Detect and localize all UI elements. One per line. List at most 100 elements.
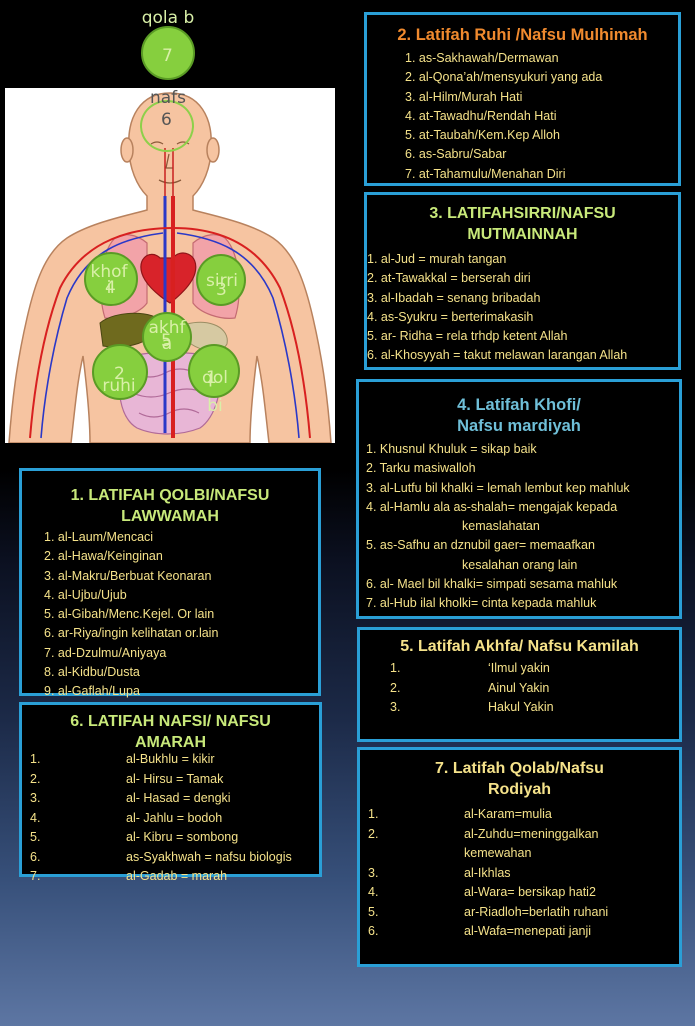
- row-text: al-Gadab = marah: [126, 869, 228, 883]
- box-latifah-ruhi: 2. Latifah Ruhi /Nafsu Mulhimah 1. as-Sa…: [364, 12, 681, 186]
- list-item: 6. ar-Riya/ingin kelihatan or.lain: [44, 626, 219, 641]
- chakra-num-qolab: 7: [162, 46, 173, 66]
- chakra-num-sirri: 3: [216, 280, 227, 300]
- chakra-khofi: [84, 252, 138, 306]
- box-latifah-qolab-title: 7. Latifah Qolab/Nafsu Rodiyah: [435, 760, 604, 798]
- table-row: 6.al-Wafa=menepati janji: [360, 922, 679, 942]
- row-text: as-Syakhwah = nafsu biologis: [126, 849, 292, 864]
- list-item: 3. al-Ibadah = senang bribadah: [367, 290, 541, 305]
- row-text: al- Jahlu = bodoh: [126, 810, 223, 825]
- list-item: 7. al-Hub ilal kholki= cinta kepada mahl…: [366, 596, 597, 611]
- list-item: 5. ar- Ridha = rela trhdp ketent Allah: [367, 329, 568, 344]
- list-item: 4. al-Ujbu/Ujub: [44, 587, 127, 602]
- list-item: 2. al-Hawa/Keinginan: [44, 549, 163, 564]
- box-latifah-qolbi: 1. LATIFAH QOLBI/NAFSU LAWWAMAH 1. al-La…: [19, 468, 321, 698]
- list-item: 4. al-Hamlu ala as-shalah= mengajak kepa…: [366, 499, 618, 514]
- row-number: 5.: [368, 904, 379, 919]
- chakra-label-nafs: nafs: [149, 88, 187, 108]
- list-item: 4. as-Syukru = berterimakasih: [367, 309, 534, 324]
- chakra-num-ruhi: 2: [114, 364, 125, 384]
- row-number: 2.: [368, 826, 379, 841]
- table-row: 1.‘Ilmul yakin: [360, 659, 679, 679]
- list-item: 2. Tarku masiwalloh: [366, 461, 476, 476]
- list-item: 9. al-Gaflah/Lupa: [44, 684, 140, 699]
- chakra-qolab: [141, 26, 195, 80]
- box-latifah-sirri: 3. LATIFAHSIRRI/NAFSU MUTMAINNAH 1. al-J…: [364, 192, 681, 370]
- chakra-label-qolab: qola b: [141, 8, 195, 28]
- list-item: 1. al-Jud = murah tangan: [367, 252, 507, 266]
- row-number: 3.: [390, 700, 401, 714]
- row-text: kemewahan: [464, 846, 532, 860]
- row-number: 5.: [30, 830, 41, 844]
- box-latifah-akhfa-title: 5. Latifah Akhfa/ Nafsu Kamilah: [400, 638, 639, 655]
- chakra-ruhi: [92, 344, 148, 400]
- chakra-label-ruhi: ruhi: [102, 376, 136, 396]
- box-latifah-khofi-list: 1. Khusnul Khuluk = sikap baik 2. Tarku …: [366, 440, 679, 614]
- box-latifah-qolab: 7. Latifah Qolab/Nafsu Rodiyah 1. al-Kara…: [357, 747, 682, 967]
- box-latifah-qolbi-list: 1. al-Laum/Mencaci 2. al-Hawa/Keinginan …: [44, 528, 318, 702]
- row-text: al-Ikhlas: [464, 865, 511, 880]
- row-text: Ainul Yakin: [488, 680, 550, 695]
- table-row: 6. as-Syakhwah = nafsu biologis: [22, 848, 319, 868]
- list-item: 1. Khusnul Khuluk = sikap baik: [366, 442, 537, 456]
- list-item: 7. at-Tahamulu/Menahan Diri: [405, 166, 566, 181]
- chakra-num-qolbi: 1: [206, 368, 217, 388]
- row-text: ar-Riadloh=berlatih ruhani: [464, 904, 609, 919]
- table-row: 5. ar-Riadloh=berlatih ruhani: [360, 903, 679, 923]
- table-row: 4.al- Jahlu = bodoh: [22, 809, 319, 829]
- row-text: al- Kibru = sombong: [126, 830, 239, 844]
- row-text: Hakul Yakin: [488, 700, 554, 714]
- box-latifah-nafsi-title: 6. LATIFAH NAFSI/ NAFSU AMARAH: [70, 713, 271, 751]
- table-row: 2. Ainul Yakin: [360, 679, 679, 699]
- list-item: kesalahan orang lain: [462, 557, 578, 572]
- row-number: 4.: [368, 885, 379, 899]
- box-latifah-sirri-list: 1. al-Jud = murah tangan 2. at-Tawakkal …: [367, 250, 678, 366]
- table-row: 1. al-Karam=mulia: [360, 805, 679, 825]
- list-item: kemaslahatan: [462, 519, 540, 534]
- chakra-qolbi: [188, 344, 240, 398]
- row-number: 1.: [368, 807, 379, 821]
- row-text: al-Wafa=menepati janji: [464, 924, 592, 938]
- table-row: 1.al-Bukhlu = kikir: [22, 750, 319, 770]
- list-item: 3. al-Hilm/Murah Hati: [405, 89, 523, 104]
- row-number: 2.: [390, 680, 401, 695]
- row-text: al-Wara= bersikap hati2: [464, 885, 596, 899]
- row-text: ‘Ilmul yakin: [488, 661, 550, 675]
- table-row: 3.al-Ikhlas: [360, 864, 679, 884]
- chakra-akhfa: [142, 312, 192, 362]
- row-number: 6.: [30, 849, 41, 864]
- table-row: 7.al-Gadab = marah: [22, 867, 319, 887]
- row-text: al- Hasad = dengki: [126, 791, 231, 805]
- table-row: 3. Hakul Yakin: [360, 698, 679, 718]
- table-row: 2.al- Hirsu = Tamak: [22, 770, 319, 790]
- chakra-label-qolbi: qol bi: [202, 368, 228, 416]
- box-latifah-ruhi-title: 2. Latifah Ruhi /Nafsu Mulhimah: [397, 26, 648, 44]
- list-item: 2. at-Tawakkal = berserah diri: [367, 271, 531, 286]
- list-item: 5. al-Gibah/Menc.Kejel. Or lain: [44, 607, 215, 622]
- list-item: 6. as-Sabru/Sabar: [405, 147, 507, 162]
- list-item: 7. ad-Dzulmu/Aniyaya: [44, 645, 167, 660]
- table-row: 2.al-Zuhdu=meninggalkan: [360, 825, 679, 845]
- row-text: al-Karam=mulia: [464, 807, 552, 821]
- list-item: 6. al-Khosyyah = takut melawan larangan …: [367, 348, 628, 363]
- row-number: 3.: [30, 791, 41, 805]
- table-row: 4. al-Wara= bersikap hati2: [360, 883, 679, 903]
- box-latifah-sirri-title: 3. LATIFAHSIRRI/NAFSU MUTMAINNAH: [429, 205, 616, 243]
- list-item: 8. al-Kidbu/Dusta: [44, 665, 140, 680]
- chakra-sirri: [196, 254, 246, 306]
- list-item: 4. at-Tawadhu/Rendah Hati: [405, 108, 557, 123]
- table-row: kemewahan: [360, 844, 679, 864]
- box-latifah-akhfa-list: 1.‘Ilmul yakin 2. Ainul Yakin 3. Hakul Yak…: [360, 659, 679, 718]
- list-item: 3. al-Lutfu bil khalki = lemah lembut ke…: [366, 480, 630, 495]
- table-row: 3. al- Hasad = dengki: [22, 789, 319, 809]
- box-latifah-qolbi-title: 1. LATIFAH QOLBI/NAFSU LAWWAMAH: [70, 487, 270, 525]
- chakra-num-khofi: 4: [105, 278, 116, 298]
- table-row: 5. al- Kibru = sombong: [22, 828, 319, 848]
- chakra-label-sirri: sirri: [206, 271, 238, 291]
- box-latifah-qolab-list: 1. al-Karam=mulia 2.al-Zuhdu=meninggalkan…: [360, 805, 679, 942]
- box-latifah-nafsi-list: 1.al-Bukhlu = kikir 2.al- Hirsu = Tamak …: [22, 750, 319, 887]
- box-latifah-khofi-title: 4. Latifah Khofi/ Nafsu mardiyah: [457, 396, 581, 435]
- chakra-num-nafs: 6: [161, 110, 172, 130]
- box-latifah-ruhi-list: 1. as-Sakhawah/Dermawan 2. al-Qona’ah/me…: [405, 49, 678, 184]
- list-item: 6. al- Mael bil khalki= simpati sesama m…: [366, 577, 618, 592]
